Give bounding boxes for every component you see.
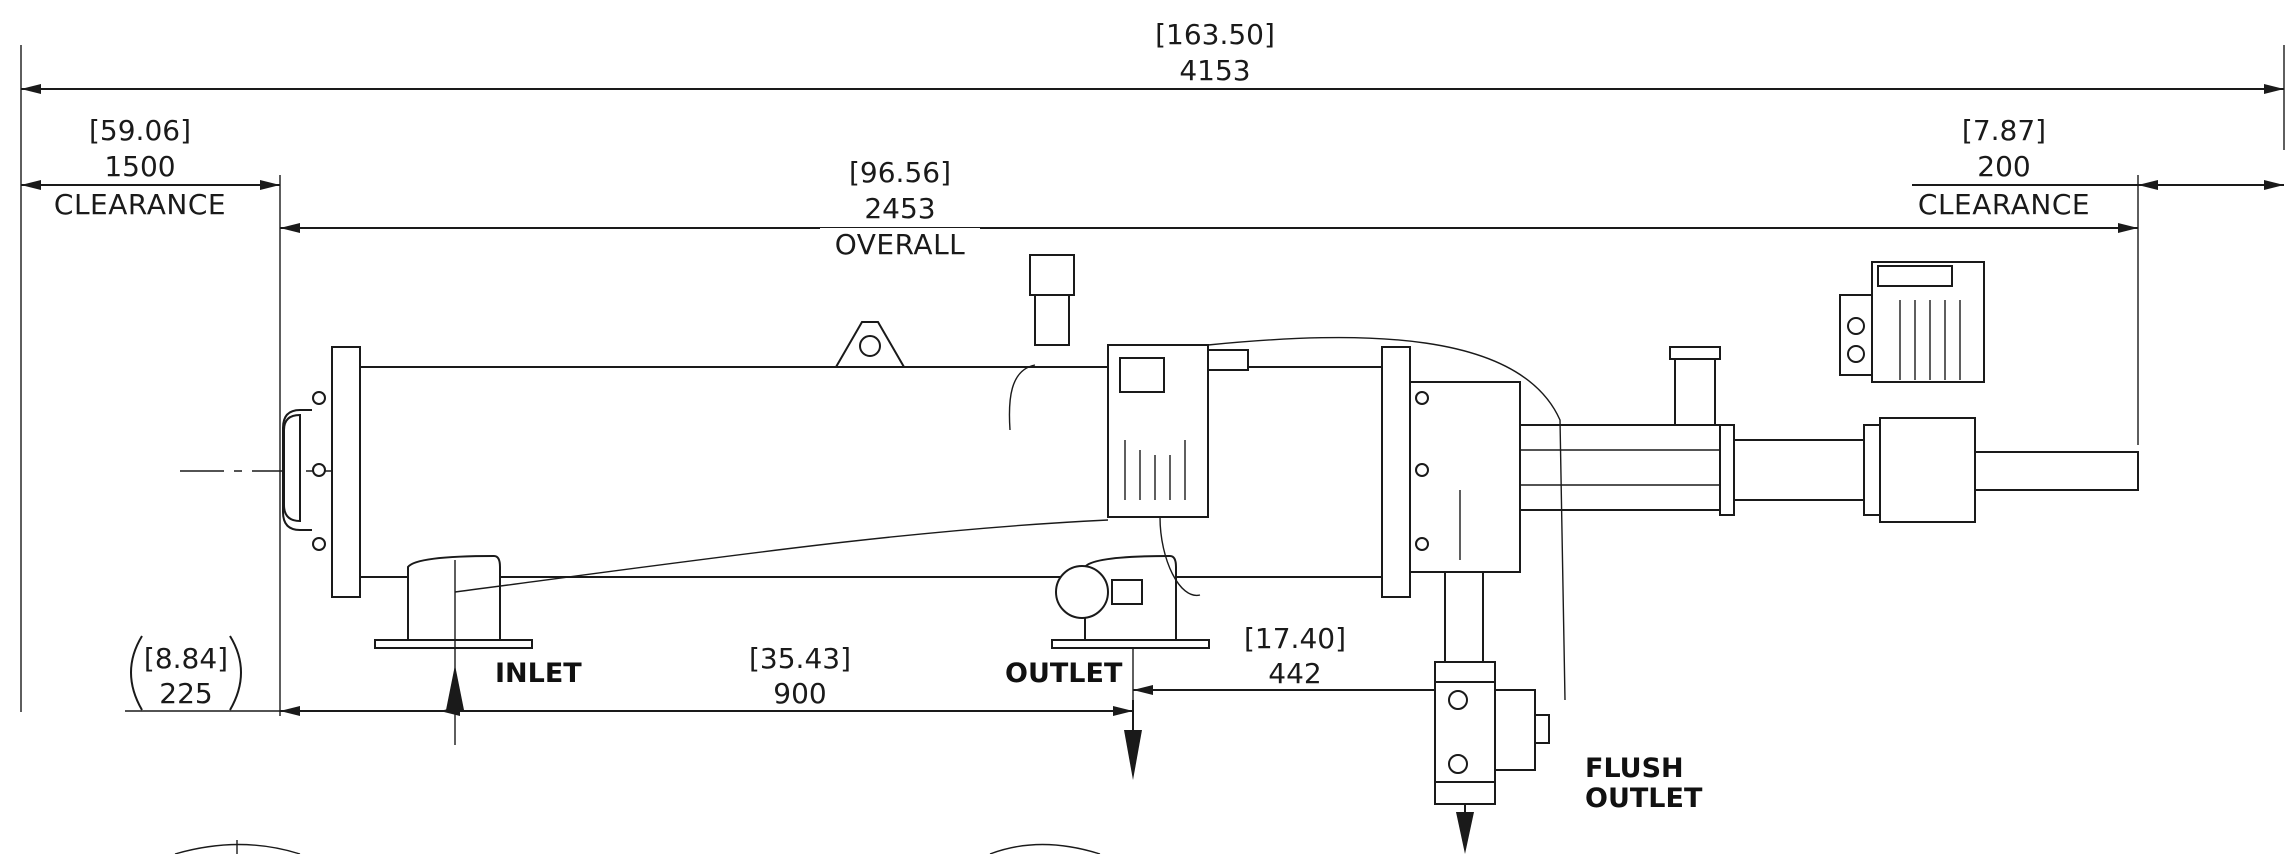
inlet-callout: INLET <box>495 658 582 689</box>
outlet-arrow <box>1124 730 1142 780</box>
flush-offset-mm: 442 <box>1268 657 1321 690</box>
flush-outlet-callout-line1: FLUSH <box>1585 753 1684 784</box>
dimension-total-inch: [163.50] <box>1155 18 1275 51</box>
dimension-right-clearance: [7.87] 200 CLEARANCE <box>1912 114 2284 221</box>
left-clearance-inch: [59.06] <box>89 114 191 147</box>
right-clearance-label: CLEARANCE <box>1918 188 2090 221</box>
dimension-total-mm: 4153 <box>1179 54 1250 87</box>
inlet-arrow <box>446 665 464 710</box>
flange-offset-inch: [8.84] <box>144 642 228 675</box>
flow-arrows <box>446 560 1474 854</box>
dimension-left-clearance: [59.06] 1500 CLEARANCE <box>21 114 280 221</box>
inlet-outlet-mm: 900 <box>773 677 826 710</box>
flush-outlet-callout-line2: OUTLET <box>1585 783 1703 814</box>
flush-outlet-arrow <box>1456 812 1474 854</box>
dimension-overall: [96.56] 2453 OVERALL <box>280 156 2138 264</box>
tubing <box>454 336 1566 701</box>
left-clearance-label: CLEARANCE <box>54 188 226 221</box>
overall-label: OVERALL <box>835 228 966 261</box>
dimension-total: [163.50] 4153 <box>21 18 2284 94</box>
flange-offset-mm: 225 <box>159 677 212 710</box>
flush-offset-inch: [17.40] <box>1244 622 1346 655</box>
inlet-outlet-inch: [35.43] <box>749 642 851 675</box>
controller <box>1029 254 1249 619</box>
outlet-callout: OUTLET <box>1005 658 1123 689</box>
drive-assembly <box>1519 261 2139 523</box>
dimension-bottom-chain: [8.84] 225 [35.43] 900 [17.40] 442 <box>125 622 1440 716</box>
right-clearance-mm: 200 <box>1977 150 2030 183</box>
partial-bottom-views <box>174 840 1101 854</box>
right-clearance-inch: [7.87] <box>1962 114 2046 147</box>
filter-vessel <box>282 321 1521 598</box>
left-clearance-mm: 1500 <box>104 150 175 183</box>
overall-mm: 2453 <box>864 192 935 225</box>
flush-valve <box>1434 571 1550 805</box>
extension-lines <box>20 45 2285 716</box>
overall-inch: [96.56] <box>849 156 951 189</box>
